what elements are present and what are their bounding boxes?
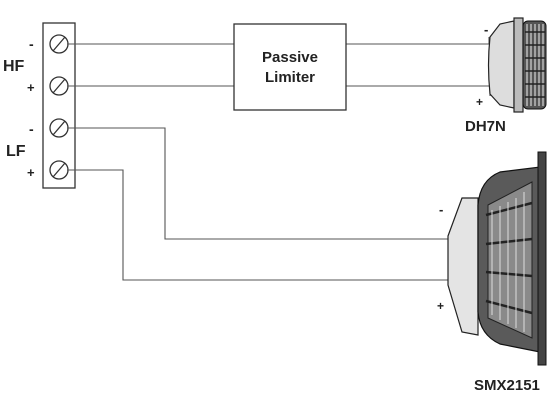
woofer-minus-label: - — [439, 202, 443, 217]
polarity-label: - — [29, 121, 34, 137]
wire-lf-minus — [67, 127, 448, 240]
terminal-screw — [49, 76, 69, 96]
wire-lf-plus — [67, 169, 448, 281]
woofer-name: SMX2151 — [474, 377, 540, 394]
hf-label: HF — [3, 58, 25, 75]
tweeter-minus-label: - — [484, 22, 488, 37]
terminal-screw — [49, 118, 69, 138]
limiter-label-line1: Passive — [262, 49, 318, 66]
woofer-plus-label: + — [437, 299, 444, 313]
polarity-label: + — [27, 80, 35, 95]
terminal-screw — [49, 34, 69, 54]
polarity-label: - — [29, 36, 34, 52]
tweeter-plus-label: + — [476, 95, 483, 109]
passive-limiter-box — [233, 23, 347, 111]
limiter-label-line2: Limiter — [265, 69, 315, 86]
wire-hf-plus-out — [346, 85, 491, 96]
lf-label: LF — [6, 143, 26, 160]
tweeter-name: DH7N — [465, 118, 506, 135]
terminal-screw — [49, 160, 69, 180]
woofer-driver-image — [447, 151, 547, 366]
polarity-label: + — [27, 165, 35, 180]
tweeter-driver-image — [487, 17, 547, 113]
wire-hf-minus-out — [346, 37, 490, 45]
